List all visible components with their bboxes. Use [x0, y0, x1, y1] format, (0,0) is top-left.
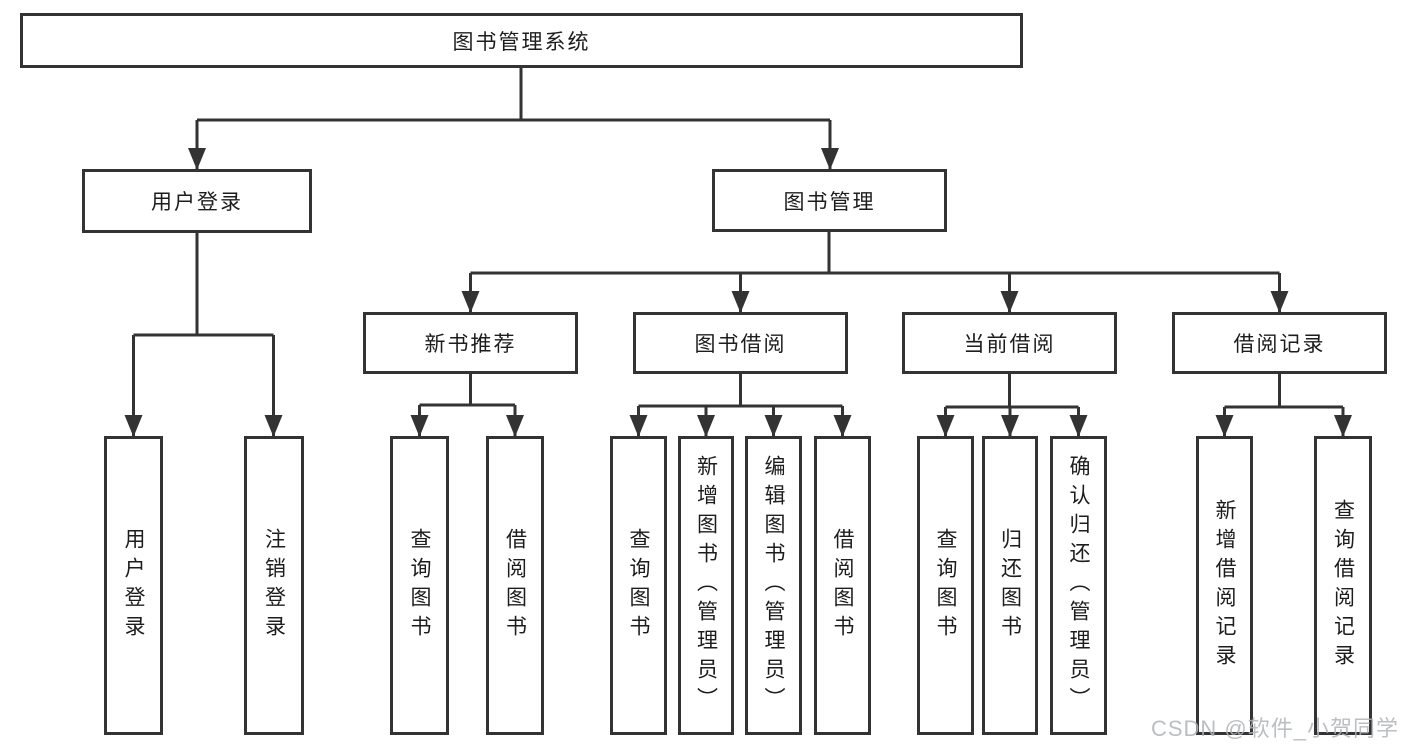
node-label: 新书推荐 — [424, 333, 517, 356]
node-book-management: 图书管理 — [712, 169, 947, 232]
node-new-book-recommendation: 新书推荐 — [363, 312, 578, 374]
node-label: 新增借阅记录 — [1213, 498, 1236, 673]
leaf-borrow-books-recommend: 借阅图书 — [486, 436, 544, 735]
node-label: 编辑图书（管理员） — [762, 455, 785, 716]
leaf-edit-books-admin: 编辑图书（管理员） — [745, 436, 802, 735]
leaf-logout-login: 注销登录 — [244, 436, 304, 735]
node-book-borrowing: 图书借阅 — [633, 312, 848, 374]
node-label: 归还图书 — [998, 527, 1022, 644]
node-label: 用户登录 — [122, 527, 145, 644]
node-label: 图书管理 — [783, 190, 876, 214]
node-label: 查询图书 — [627, 527, 650, 644]
node-label: 注销登录 — [262, 527, 286, 644]
node-label: 图书借阅 — [694, 333, 787, 356]
leaf-query-books-borrowing: 查询图书 — [610, 436, 667, 735]
node-label: 查询图书 — [934, 527, 957, 644]
node-label: 查询图书 — [408, 527, 431, 644]
node-borrowing-records: 借阅记录 — [1172, 312, 1387, 374]
leaf-query-borrow-record: 查询借阅记录 — [1314, 436, 1372, 735]
node-label: 查询借阅记录 — [1331, 498, 1355, 673]
node-user-login: 用户登录 — [82, 169, 312, 233]
leaf-borrow-books-borrowing: 借阅图书 — [814, 436, 871, 735]
node-label: 借阅记录 — [1233, 333, 1326, 356]
node-label: 用户登录 — [151, 191, 243, 214]
leaf-confirm-return-admin: 确认归还（管理员） — [1050, 436, 1107, 735]
leaf-query-books-current: 查询图书 — [917, 436, 974, 735]
leaf-return-books: 归还图书 — [982, 436, 1038, 735]
watermark: CSDN @软件_小贺同学 — [1150, 716, 1399, 741]
node-label: 当前借阅 — [963, 333, 1056, 356]
node-label: 新增图书（管理员） — [694, 455, 718, 716]
leaf-query-books-recommend: 查询图书 — [390, 436, 449, 735]
node-label: 借阅图书 — [831, 527, 854, 644]
leaf-add-books-admin: 新增图书（管理员） — [678, 436, 734, 735]
leaf-add-borrow-record: 新增借阅记录 — [1196, 436, 1253, 735]
node-current-borrowing: 当前借阅 — [902, 312, 1117, 374]
node-label: 借阅图书 — [503, 527, 527, 644]
leaf-user-login: 用户登录 — [104, 436, 163, 735]
node-library-management-system: 图书管理系统 — [20, 13, 1023, 68]
connector-lines — [133, 68, 1343, 409]
node-label: 图书管理系统 — [452, 30, 591, 54]
node-label: 确认归还（管理员） — [1067, 455, 1090, 716]
